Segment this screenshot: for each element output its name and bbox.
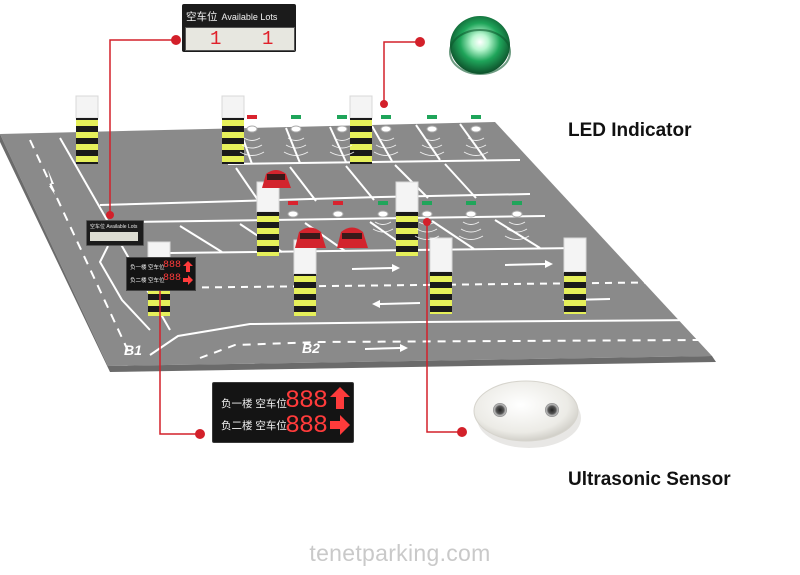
led-indicator-label: LED Indicator xyxy=(568,120,692,141)
pillar xyxy=(221,95,245,164)
level-display-arrows xyxy=(330,387,350,435)
led-green-icon xyxy=(426,115,438,133)
level-display-row2-label: 负二楼 空车位 xyxy=(221,420,287,432)
level-display-row2-value: 888 xyxy=(285,411,328,440)
pillar xyxy=(395,181,419,256)
arrow-up-icon xyxy=(183,261,193,272)
led-red-icon xyxy=(287,201,299,218)
led-green-icon xyxy=(470,115,482,133)
pillar xyxy=(75,95,99,164)
led-green-icon xyxy=(421,201,433,218)
level-display-row1-label: 负一楼 空车位 xyxy=(221,398,287,410)
watermark: tenetparking.com xyxy=(309,540,491,566)
level-display-row1-value: 888 xyxy=(285,386,328,415)
mid-display-board: 空车位 Available Lots xyxy=(86,220,144,246)
small-display-row1-label: 负一楼 空车位 xyxy=(130,265,165,271)
small-display-row1-value: 888 xyxy=(163,260,182,271)
pillar xyxy=(563,237,587,314)
led-red-icon xyxy=(246,115,258,133)
arrow-right-icon xyxy=(352,264,400,272)
floor-label-b2: B2 xyxy=(302,340,320,356)
arrow-right-icon xyxy=(330,415,350,435)
small-display-row2-value: 888 xyxy=(163,273,182,284)
top-display-left-count: 1 xyxy=(210,28,222,50)
ultrasonic-waves xyxy=(239,137,530,240)
callout-lines xyxy=(109,39,462,435)
mid-display-title: 空车位 Available Lots xyxy=(90,224,138,230)
led-green-icon xyxy=(377,201,389,218)
floor-label-b1: B1 xyxy=(124,342,142,358)
pillar xyxy=(293,239,317,316)
top-display-title-en: Available Lots xyxy=(221,12,278,22)
led-red-icon xyxy=(332,201,344,218)
led-green-icon xyxy=(465,201,477,218)
car-icon xyxy=(337,227,368,248)
led-green-icon xyxy=(336,115,348,133)
pillar xyxy=(256,181,280,256)
small-display-board: 负一楼 空车位 负二楼 空车位 888 888 xyxy=(126,257,196,291)
top-display-title-cn: 空车位 xyxy=(186,11,218,23)
arrow-left-icon xyxy=(372,300,420,308)
callout-dots xyxy=(106,35,467,439)
level-display-board: 负一楼 空车位 负二楼 空车位 888 888 xyxy=(212,382,354,443)
top-display-right-count: 1 xyxy=(262,28,274,50)
led-green-icon xyxy=(511,201,523,218)
car-icon xyxy=(262,170,291,188)
ultrasonic-sensor-label: Ultrasonic Sensor xyxy=(568,469,731,490)
arrow-up-icon xyxy=(330,387,350,409)
led-indicators xyxy=(246,115,523,218)
arrow-down-icon xyxy=(48,170,55,195)
small-display-arrows xyxy=(183,261,193,285)
led-green-icon xyxy=(290,115,302,133)
small-display-row2-label: 负二楼 空车位 xyxy=(130,278,165,284)
ultrasonic-sensor-closeup xyxy=(473,380,581,448)
led-indicator-closeup xyxy=(449,16,511,75)
top-display-panel: 1 1 xyxy=(185,27,295,51)
pillars xyxy=(75,95,587,316)
pillar xyxy=(429,237,453,314)
parking-bay-lines xyxy=(29,123,701,359)
cars xyxy=(262,170,368,248)
car-icon xyxy=(295,227,326,248)
led-green-icon xyxy=(380,115,392,133)
pillar xyxy=(349,95,373,164)
arrow-right-icon xyxy=(365,344,408,352)
mid-display-panel xyxy=(90,232,138,241)
arrow-right-icon xyxy=(505,260,553,268)
arrow-right-icon xyxy=(183,275,193,285)
